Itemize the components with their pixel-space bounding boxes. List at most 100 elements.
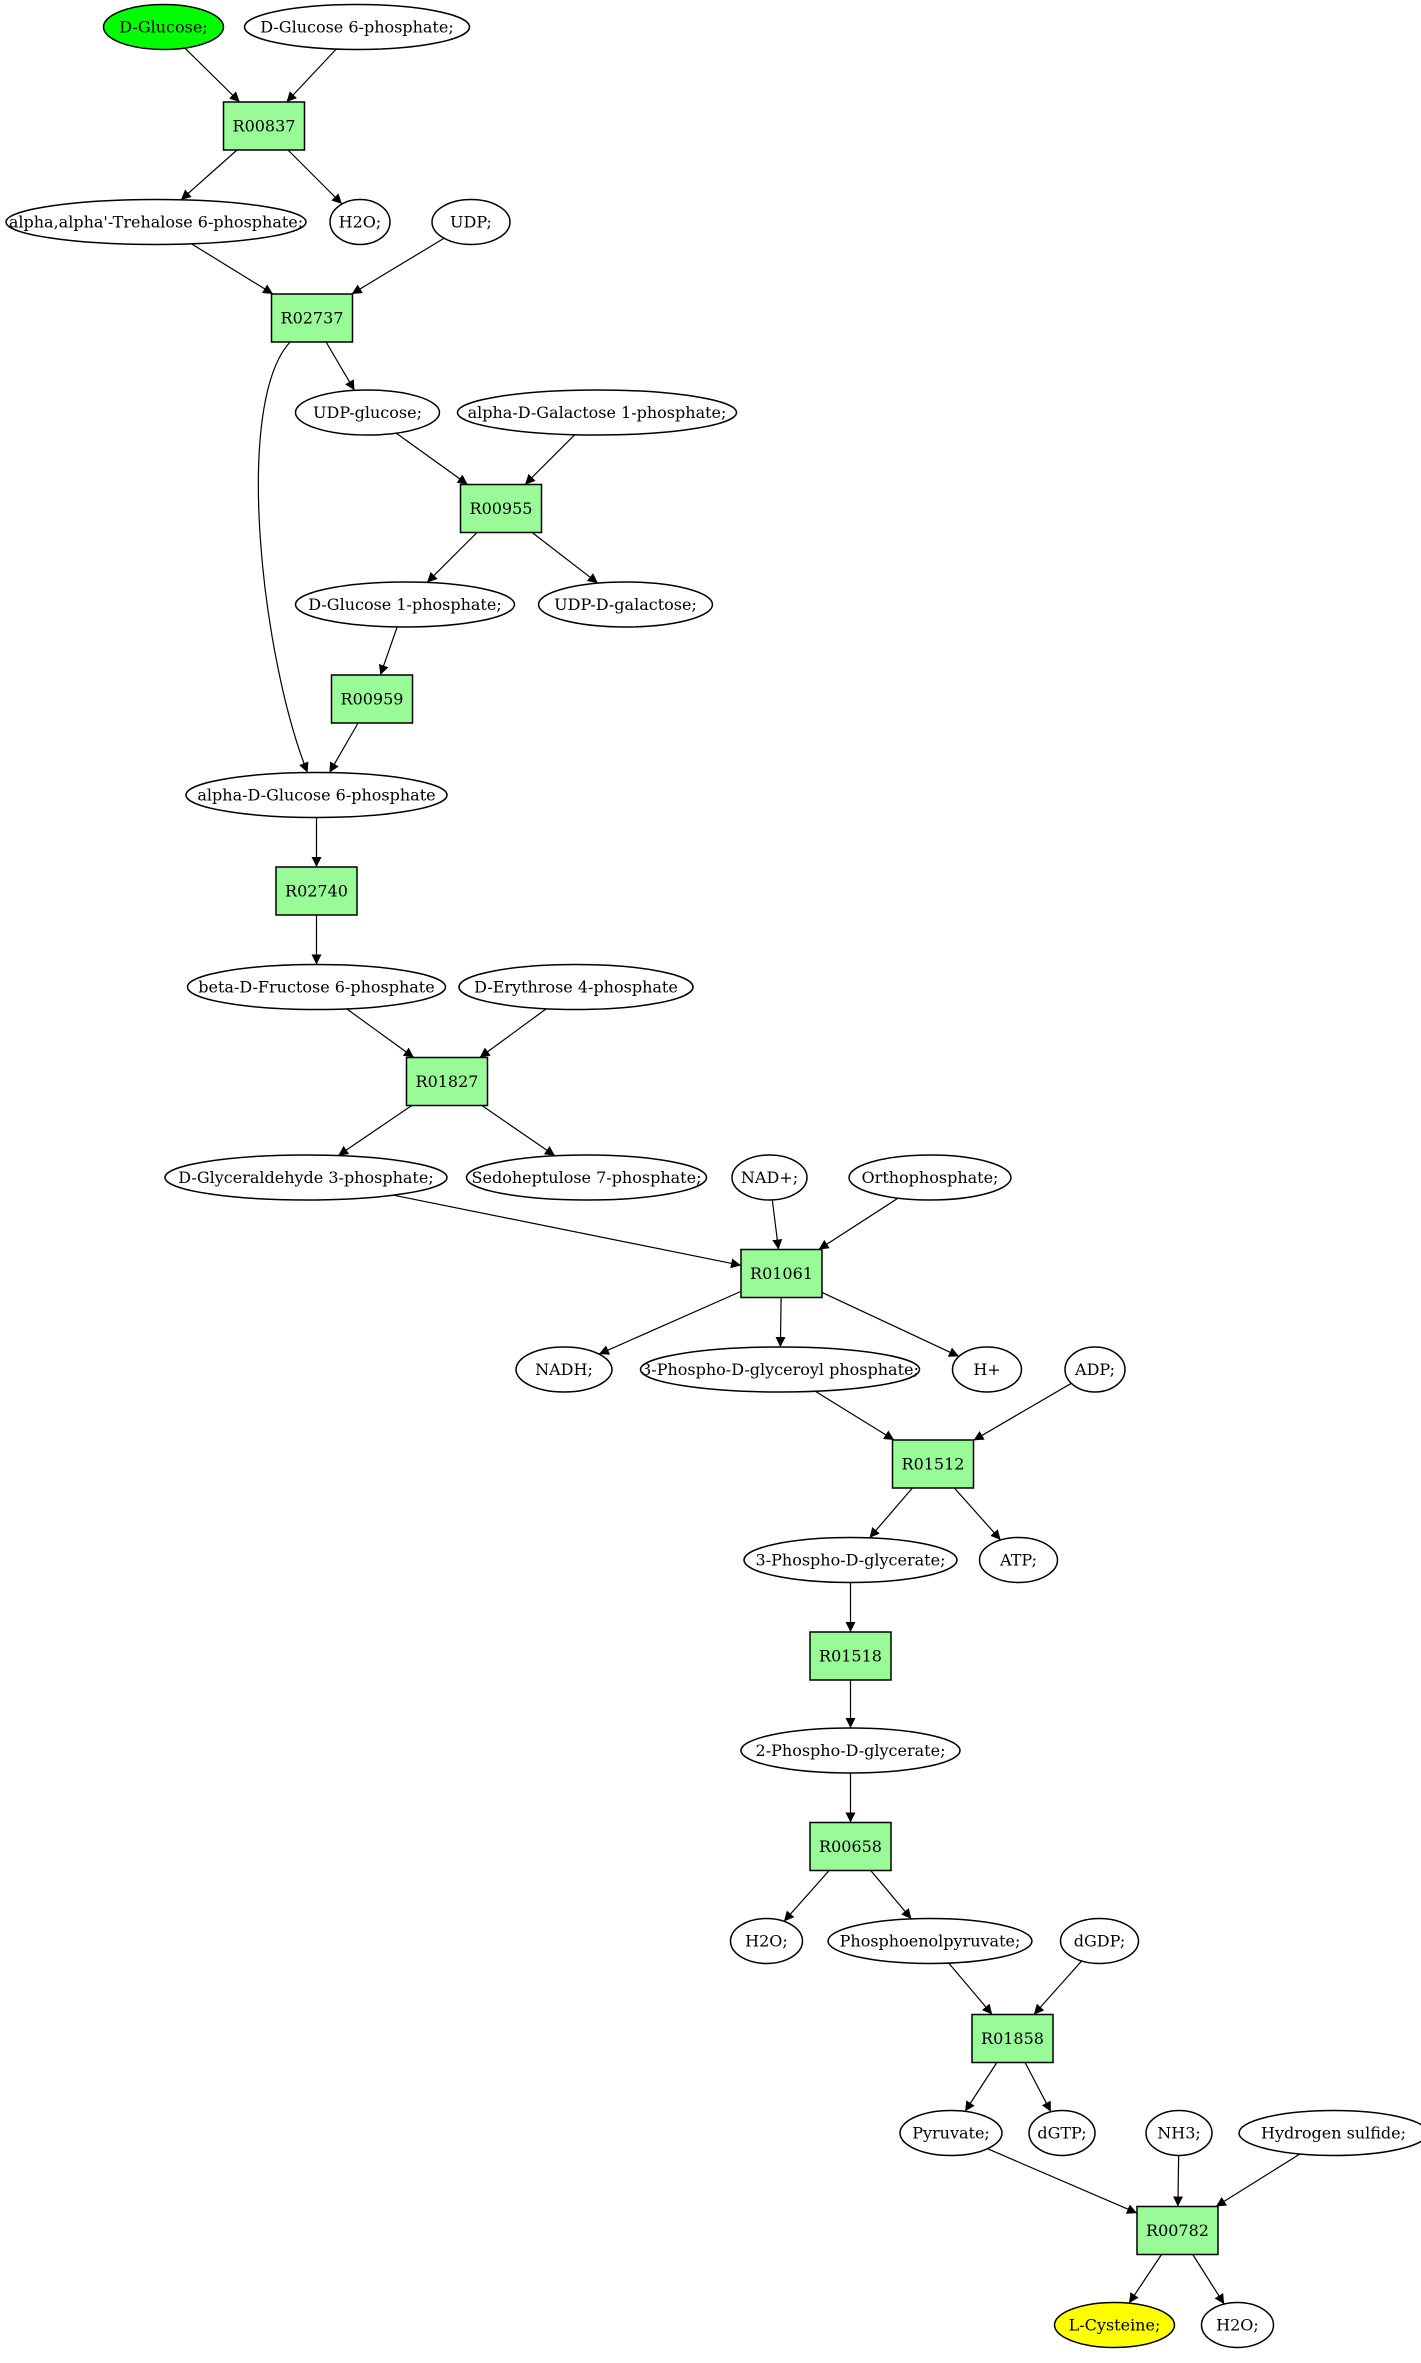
edge-m-bdf6p-to-r-R01827 bbox=[346, 1008, 415, 1058]
reaction-node-r01827[interactable]: R01827 bbox=[405, 1056, 489, 1107]
metabolite-node-agal1p[interactable]: alpha-D-Galactose 1-phosphate; bbox=[456, 389, 738, 436]
metabolite-node-nadh[interactable]: NADH; bbox=[515, 1346, 613, 1393]
metabolite-node-udpglucose[interactable]: UDP-glucose; bbox=[294, 389, 441, 436]
metabolite-node-udp[interactable]: UDP; bbox=[431, 198, 511, 246]
node-label: 3-Phospho-D-glycerate; bbox=[756, 1551, 946, 1570]
metabolite-node-h2o-2[interactable]: H2O; bbox=[729, 1917, 804, 1965]
reaction-node-r00837[interactable]: R00837 bbox=[222, 101, 306, 151]
metabolite-node-lcys[interactable]: L-Cysteine; bbox=[1053, 2301, 1176, 2349]
edge-r-R01858-to-m-dgtp bbox=[1024, 2062, 1052, 2113]
edge-r-R02737-to-m-adg6p bbox=[257, 341, 309, 773]
edge-m-udp-to-r-R02737 bbox=[351, 237, 445, 295]
metabolite-node-dgtp[interactable]: dGTP; bbox=[1028, 2109, 1096, 2157]
metabolite-node-dgdp[interactable]: dGDP; bbox=[1059, 1917, 1140, 1965]
edge-r-R02737-to-m-udpglucose bbox=[325, 341, 356, 391]
metabolite-node-h2o-1[interactable]: H2O; bbox=[329, 198, 391, 246]
reaction-box bbox=[405, 1056, 489, 1107]
metabolite-node-3pg[interactable]: 3-Phospho-D-glycerate; bbox=[743, 1536, 958, 1584]
metabolite-node-2pg[interactable]: 2-Phospho-D-glycerate; bbox=[740, 1727, 961, 1774]
metabolite-ellipse bbox=[537, 581, 714, 628]
metabolite-node-h2s[interactable]: Hydrogen sulfide; bbox=[1238, 2109, 1421, 2157]
metabolite-node-s7p[interactable]: Sedoheptulose 7-phosphate; bbox=[465, 1154, 708, 1201]
metabolite-node-dg6p[interactable]: D-Glucose 6-phosphate; bbox=[243, 3, 471, 51]
edge-r-R00782-to-m-h2o-3 bbox=[1192, 2254, 1225, 2305]
edge-m-dg6p-to-r-R00837 bbox=[286, 48, 337, 103]
reaction-box bbox=[222, 101, 306, 151]
metabolite-node-nh3[interactable]: NH3; bbox=[1145, 2109, 1213, 2157]
node-label: H2O; bbox=[745, 1932, 788, 1951]
node-label: Phosphoenolpyruvate; bbox=[840, 1932, 1021, 1951]
node-label: L-Cysteine; bbox=[1069, 2316, 1161, 2335]
reaction-node-r01061[interactable]: R01061 bbox=[740, 1248, 823, 1299]
node-label: alpha,alpha'-Trehalose 6-phosphate; bbox=[9, 213, 303, 232]
edge-m-pyruvate-to-r-R00782 bbox=[987, 2148, 1138, 2214]
metabolite-node-trehalose6p[interactable]: alpha,alpha'-Trehalose 6-phosphate; bbox=[5, 198, 307, 246]
metabolite-node-dglucose[interactable]: D-Glucose; bbox=[102, 3, 225, 51]
metabolite-ellipse bbox=[743, 1536, 958, 1584]
metabolite-node-pyruvate[interactable]: Pyruvate; bbox=[899, 2109, 1003, 2157]
metabolite-ellipse bbox=[515, 1346, 613, 1393]
reaction-node-r00658[interactable]: R00658 bbox=[809, 1821, 892, 1872]
metabolite-ellipse bbox=[729, 1917, 804, 1965]
edge-m-de4p-to-r-R01827 bbox=[479, 1008, 547, 1058]
reaction-box bbox=[1136, 2205, 1219, 2256]
edge-m-trehalose6p-to-r-R02737 bbox=[191, 243, 274, 295]
reaction-box bbox=[330, 674, 414, 724]
node-label: ATP; bbox=[999, 1551, 1037, 1570]
node-label: D-Glucose 1-phosphate; bbox=[308, 595, 501, 614]
metabolite-ellipse bbox=[1059, 1917, 1140, 1965]
metabolite-node-dg1p[interactable]: D-Glucose 1-phosphate; bbox=[294, 581, 516, 628]
metabolite-ellipse bbox=[639, 1346, 921, 1393]
metabolite-ellipse bbox=[294, 581, 516, 628]
node-label: beta-D-Fructose 6-phosphate bbox=[198, 978, 434, 997]
metabolite-ellipse bbox=[1145, 2109, 1213, 2157]
metabolite-ellipse bbox=[1053, 2301, 1176, 2349]
node-label: 2-Phospho-D-glycerate; bbox=[756, 1741, 946, 1760]
metabolite-node-3pgp[interactable]: 3-Phospho-D-glyceroyl phosphate; bbox=[639, 1346, 921, 1393]
reaction-box bbox=[971, 2013, 1054, 2064]
metabolite-node-pi[interactable]: Orthophosphate; bbox=[848, 1154, 1012, 1201]
metabolite-node-pep[interactable]: Phosphoenolpyruvate; bbox=[827, 1917, 1033, 1965]
reaction-box bbox=[891, 1439, 975, 1489]
reaction-node-r00955[interactable]: R00955 bbox=[459, 483, 543, 534]
node-label: Pyruvate; bbox=[912, 2124, 990, 2143]
reaction-node-r00959[interactable]: R00959 bbox=[330, 674, 414, 724]
node-label: dGDP; bbox=[1074, 1932, 1125, 1951]
reaction-node-r02740[interactable]: R02740 bbox=[275, 866, 358, 916]
metabolite-node-bdf6p[interactable]: beta-D-Fructose 6-phosphate bbox=[186, 963, 447, 1011]
metabolite-node-de4p[interactable]: D-Erythrose 4-phosphate bbox=[458, 963, 694, 1011]
edge-r-R00782-to-m-lcys bbox=[1128, 2254, 1162, 2304]
node-label: R01827 bbox=[416, 1072, 479, 1091]
edge-r-R00955-to-m-dg1p bbox=[426, 532, 478, 583]
metabolite-node-atp[interactable]: ATP; bbox=[978, 1536, 1059, 1584]
node-label: D-Erythrose 4-phosphate bbox=[474, 978, 678, 997]
metabolite-ellipse bbox=[164, 1154, 448, 1201]
metabolite-ellipse bbox=[458, 963, 694, 1011]
node-label: R01518 bbox=[819, 1647, 882, 1666]
metabolite-node-g3p[interactable]: D-Glyceraldehyde 3-phosphate; bbox=[164, 1154, 448, 1201]
metabolite-ellipse bbox=[827, 1917, 1033, 1965]
metabolite-node-adp[interactable]: ADP; bbox=[1064, 1346, 1126, 1393]
metabolite-node-h2o-3[interactable]: H2O; bbox=[1200, 2301, 1275, 2349]
node-label: R02740 bbox=[285, 882, 348, 901]
edge-r-R01061-to-m-3pgp bbox=[775, 1297, 786, 1348]
metabolite-node-h[interactable]: H+ bbox=[951, 1346, 1023, 1393]
node-label: ADP; bbox=[1074, 1360, 1115, 1379]
reaction-node-r01518[interactable]: R01518 bbox=[809, 1631, 892, 1681]
metabolite-ellipse bbox=[1028, 2109, 1096, 2157]
node-label: R00837 bbox=[233, 117, 296, 136]
reaction-box bbox=[270, 293, 354, 343]
edge-r-R00955-to-m-udpgal bbox=[531, 532, 599, 584]
reaction-node-r01858[interactable]: R01858 bbox=[971, 2013, 1054, 2064]
metabolite-node-udpgal[interactable]: UDP-D-galactose; bbox=[537, 581, 714, 628]
metabolite-node-nad[interactable]: NAD+; bbox=[731, 1154, 808, 1201]
metabolite-node-adg6p[interactable]: alpha-D-Glucose 6-phosphate bbox=[185, 771, 448, 819]
reaction-node-r00782[interactable]: R00782 bbox=[1136, 2205, 1219, 2256]
node-layer: D-Glucose; D-Glucose 6-phosphate; R00837 al… bbox=[5, 3, 1421, 2349]
edge-m-nad-to-r-R01061 bbox=[771, 1199, 783, 1250]
metabolite-ellipse bbox=[102, 3, 225, 51]
metabolite-ellipse bbox=[5, 198, 307, 246]
reaction-node-r01512[interactable]: R01512 bbox=[891, 1439, 975, 1489]
reaction-node-r02737[interactable]: R02737 bbox=[270, 293, 354, 343]
reaction-box bbox=[809, 1821, 892, 1872]
